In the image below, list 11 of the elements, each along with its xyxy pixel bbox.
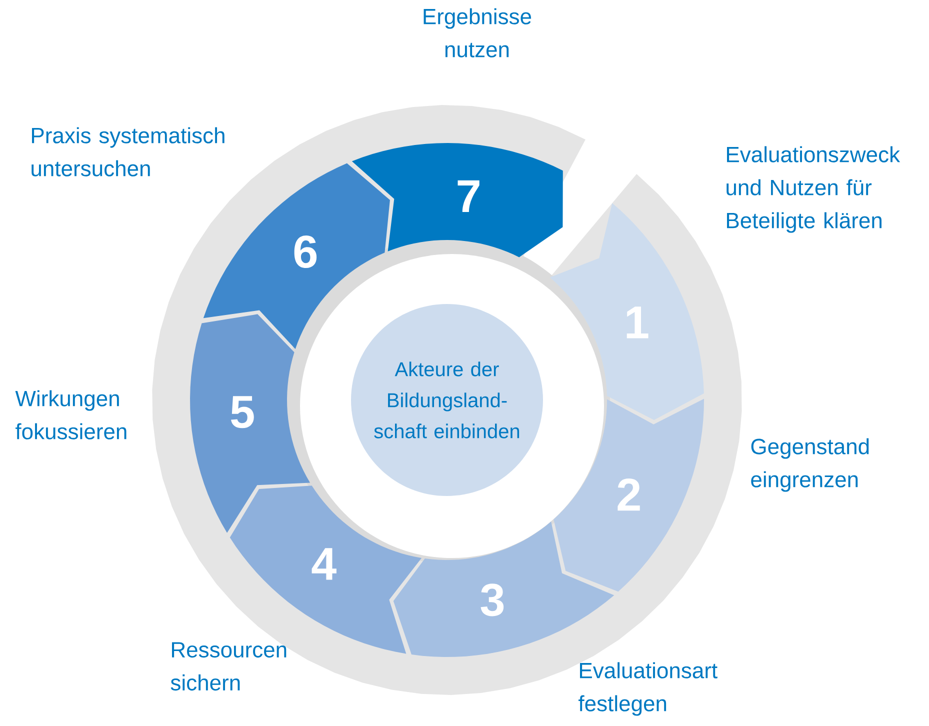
step-label: Wirkungen fokussieren	[15, 390, 126, 440]
step-label: Ressourcen sichern	[170, 642, 286, 691]
arrow-segment: 6	[203, 163, 390, 350]
step-label: Gegenstand eingrenzen	[751, 438, 869, 492]
step-label: Ergebnisse nutzen	[424, 8, 532, 58]
step-label: Evaluationsart festlegen	[578, 662, 718, 716]
arrow-segment: 2	[554, 398, 704, 592]
arrow-segment: 3	[393, 522, 614, 657]
arrow-segment: 5	[190, 314, 310, 533]
arrow-segment: 7	[352, 143, 563, 258]
step-label: Evaluationszweck und Nutzen für Beteiligte klären	[726, 146, 900, 233]
